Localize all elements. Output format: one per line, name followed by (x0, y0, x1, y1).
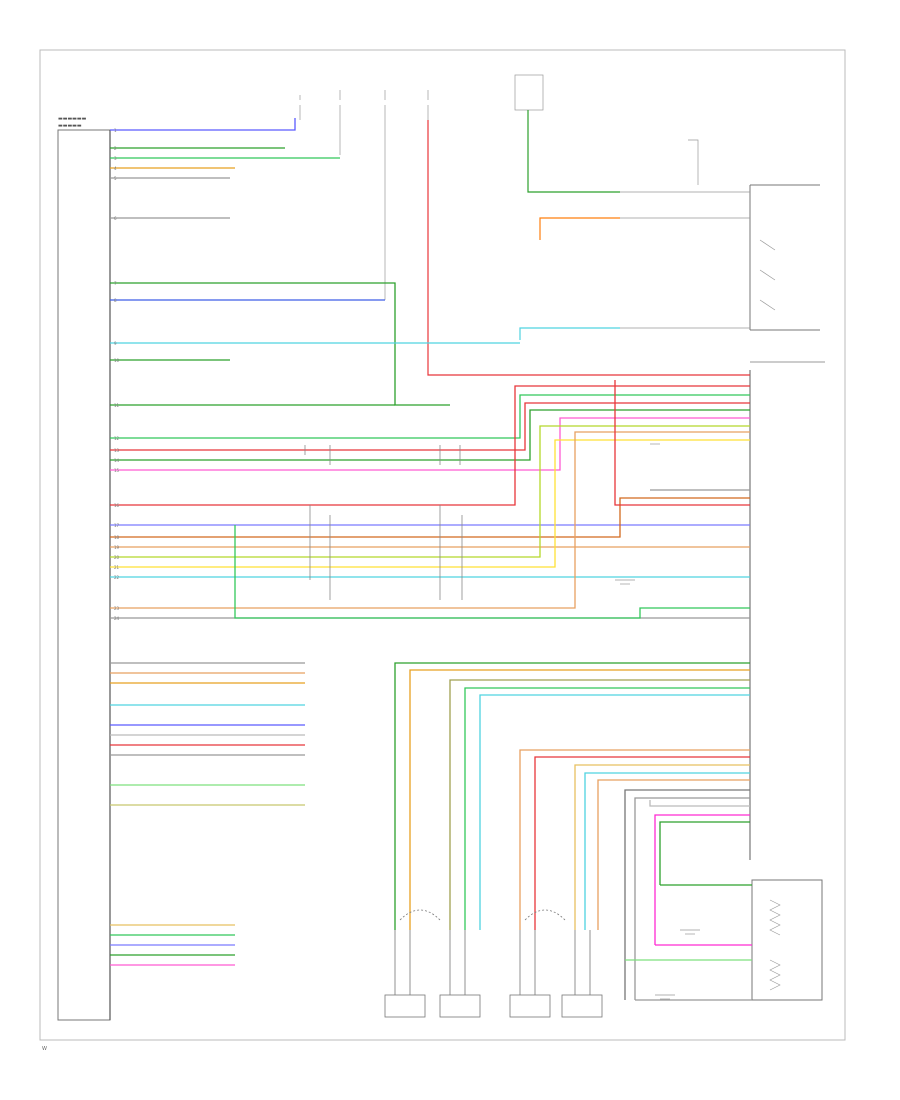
right-module-lower-box (751, 879, 823, 1001)
svg-text:15: 15 (114, 468, 120, 473)
svg-text:2: 2 (114, 146, 117, 151)
svg-text:14: 14 (114, 458, 120, 463)
svg-text:4: 4 (114, 166, 117, 171)
diagram-frame (39, 49, 846, 1041)
svg-text:11: 11 (114, 403, 120, 408)
right-module-lower (751, 879, 823, 1001)
svg-text:18: 18 (114, 535, 120, 540)
speaker-3 (509, 994, 551, 1018)
speaker-2 (439, 994, 481, 1018)
middle-wires (110, 380, 750, 619)
svg-text:8: 8 (114, 298, 117, 303)
speaker-wires (394, 662, 752, 1001)
speaker-4 (561, 994, 603, 1018)
svg-text:10: 10 (114, 358, 120, 363)
left-module-box (57, 129, 111, 1021)
svg-text:1: 1 (114, 128, 117, 133)
svg-text:9: 9 (114, 341, 117, 346)
svg-text:12: 12 (114, 436, 120, 441)
wire-splices (304, 445, 463, 600)
svg-text:23: 23 (114, 606, 120, 611)
svg-text:7: 7 (114, 281, 117, 286)
lower-left-wires (110, 662, 305, 966)
svg-text:17: 17 (114, 523, 120, 528)
svg-text:22: 22 (114, 575, 120, 580)
fuse-area (299, 74, 776, 311)
svg-text:19: 19 (114, 545, 120, 550)
svg-text:24: 24 (114, 616, 120, 621)
svg-text:13: 13 (114, 448, 120, 453)
right-module-main (749, 361, 825, 860)
ground-symbols (615, 439, 700, 1000)
left-module: ▬▬▬▬▬▬ ▬▬▬▬▬ (57, 116, 111, 1021)
svg-text:20: 20 (114, 555, 120, 560)
upper-right-wires (427, 110, 750, 376)
svg-text:5: 5 (114, 176, 117, 181)
speakers (384, 909, 603, 1018)
svg-text:21: 21 (114, 565, 120, 570)
svg-text:3: 3 (114, 156, 117, 161)
svg-text:6: 6 (114, 216, 117, 221)
right-module-upper (749, 184, 820, 331)
diagram-code: W (42, 1046, 47, 1052)
left-wires (110, 118, 520, 406)
svg-text:▬▬▬▬▬▬: ▬▬▬▬▬▬ (58, 116, 87, 122)
speaker-1 (384, 994, 426, 1018)
svg-text:16: 16 (114, 503, 120, 508)
svg-text:▬▬▬▬▬: ▬▬▬▬▬ (58, 123, 82, 129)
